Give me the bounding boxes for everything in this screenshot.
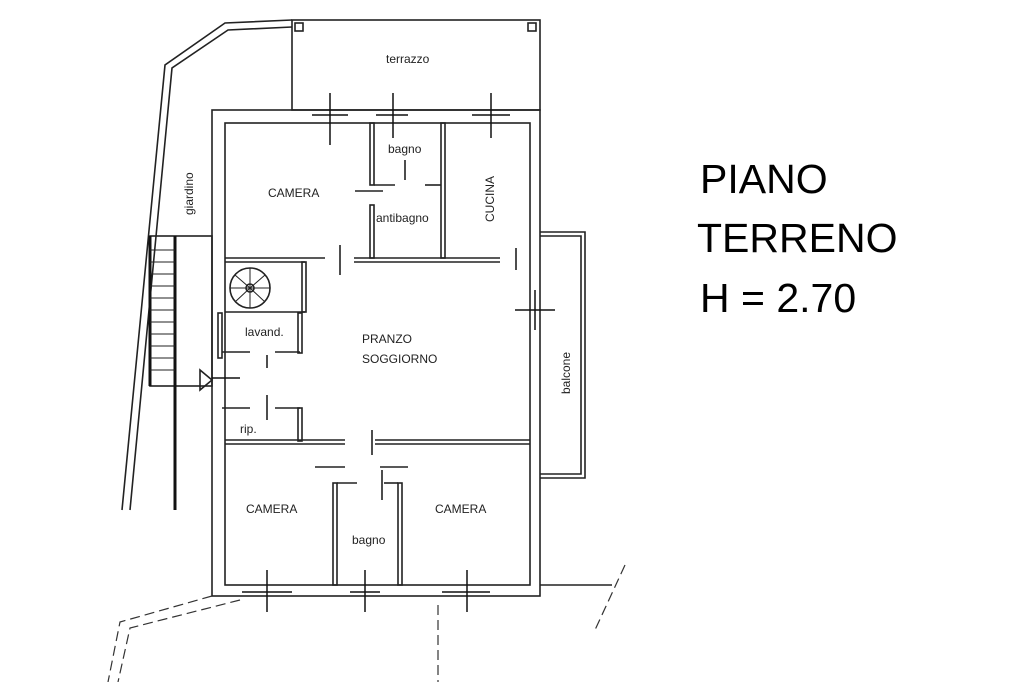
label-balcone: balcone [559, 352, 573, 394]
exterior-stairs [148, 235, 213, 510]
title-line-1: PIANO [700, 156, 828, 202]
label-bagno-top: bagno [388, 142, 422, 156]
exterior-walls [211, 109, 541, 597]
label-camera-top: CAMERA [268, 186, 319, 200]
entrance-marker [199, 368, 214, 392]
balcony [540, 231, 612, 586]
label-antibagno: antibagno [376, 211, 429, 225]
label-cucina: CUCINA [483, 176, 497, 222]
label-pranzo: PRANZO [362, 332, 412, 346]
spiral-staircase [229, 267, 271, 309]
windows [212, 93, 555, 612]
label-giardino: giardino [182, 172, 196, 215]
label-camera-left: CAMERA [246, 502, 297, 516]
interior-walls [217, 122, 530, 586]
label-lavand: lavand. [245, 325, 284, 339]
garden-wall [121, 19, 293, 511]
site-boundary [107, 564, 626, 682]
label-rip: rip. [240, 422, 257, 436]
title-line-2: TERRENO [697, 215, 897, 261]
label-soggiorno: SOGGIORNO [362, 352, 437, 366]
label-bagno-bottom: bagno [352, 533, 386, 547]
title-line-3: H = 2.70 [700, 275, 856, 321]
label-camera-right: CAMERA [435, 502, 486, 516]
label-terrazzo: terrazzo [386, 52, 430, 66]
